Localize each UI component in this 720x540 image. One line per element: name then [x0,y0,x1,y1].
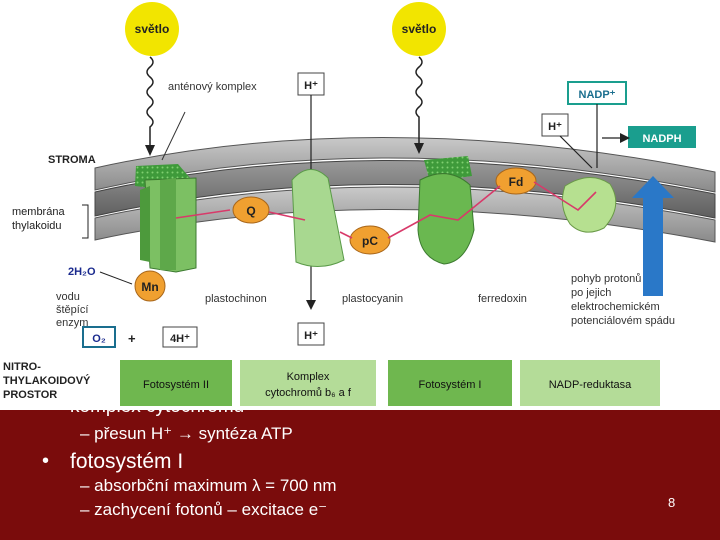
manganese-mn: Mn [134,270,166,302]
partial-heading: komplex cytochromů [70,396,245,417]
proton-flow-label-2: po jejich [571,287,611,299]
plus-sign: + [128,331,136,346]
photosynthesis-diagram: světlo světlo anténový komplex H⁺ NADP⁺ … [3,2,716,406]
light-label-1: světlo [135,22,170,36]
bullet-sub-2: – absorbční maximum λ = 700 nm [80,476,337,495]
membrane-label-2: thylakoidu [12,220,62,232]
svg-text:H⁺: H⁺ [304,80,318,92]
plastocyanin-pc: pC [349,225,391,255]
svg-text:cytochromů b₆ a f: cytochromů b₆ a f [265,387,352,399]
antenna-label-1: anténový komplex [168,81,257,93]
lumen-label-3: PROSTOR [3,389,57,401]
water-splitting-label-1: vodu [56,291,80,303]
legend-cytochrome-complex: Komplex cytochromů b₆ a f [240,360,376,406]
svg-text:Fotosystém I: Fotosystém I [419,379,482,391]
svg-text:H⁺: H⁺ [548,121,562,133]
svg-text:NADP-reduktasa: NADP-reduktasa [549,379,632,391]
water-label: 2H₂O [68,266,96,278]
bullet-heading: fotosystém I [70,450,184,473]
svg-text:Fd: Fd [509,175,524,189]
atp-proton-arrow [632,176,674,296]
h-plus-right: H⁺ [541,113,593,169]
water-splitting-label-3: enzym [56,317,88,329]
lumen-label-1: NITRO- [3,361,41,373]
h-plus-bottom: H⁺ [297,322,325,346]
stroma-label: STROMA [48,154,96,166]
svg-text:NADP⁺: NADP⁺ [579,89,616,101]
svg-text:Mn: Mn [141,280,158,294]
svg-text:Fotosystém II: Fotosystém II [143,379,209,391]
legend-nadp-reductase: NADP-reduktasa [520,360,660,406]
svg-text:O₂: O₂ [92,333,106,345]
svg-text:H⁺: H⁺ [304,330,318,342]
page-number: 8 [668,495,676,510]
slide-bottom-area [0,410,720,540]
proton-flow-label-3: elektrochemickém [571,301,660,313]
nadp-plus: NADP⁺ [567,81,627,168]
proton-flow-label-4: potenciálovém spádu [571,315,675,327]
nadp-reductase-complex [561,177,617,233]
svg-text:pC: pC [362,234,378,248]
light-source-2: světlo [392,2,446,154]
membrane-label-1: membrána [12,206,65,218]
plastoquinone-q: Q [232,196,270,224]
nadph: NADPH [602,126,696,148]
oxygen-output: O₂ [82,326,116,348]
bullet-marker: • [42,450,50,472]
water-splitting-label-2: štěpící [56,304,88,316]
cytochrome-complex [291,169,345,267]
proton-flow-label-1: pohyb protonů [571,273,641,285]
svg-text:Q: Q [246,204,255,218]
photosystem-ii-complex [135,164,197,273]
ferredoxin-label: ferredoxin [478,293,527,305]
legend-photosystem-i: Fotosystém I [388,360,512,406]
lumen-label-2: THYLAKOIDOVÝ [3,374,91,387]
legend-photosystem-ii: Fotosystém II [120,360,232,406]
svg-text:NADPH: NADPH [642,133,681,145]
plastoquinone-label: plastochinon [205,293,267,305]
photosystem-i-complex [417,156,475,265]
electron-flow [175,181,597,239]
antenna-label: anténový komplex [168,81,257,93]
four-h-plus: 4H⁺ [162,326,198,348]
bullet-sub-3: – zachycení fotonů – excitace e⁻ [80,500,328,519]
light-label-2: světlo [402,22,437,36]
svg-text:4H⁺: 4H⁺ [170,333,190,345]
svg-text:Komplex: Komplex [287,371,330,383]
plastocyanin-label: plastocyanin [342,293,403,305]
light-source-1: světlo [125,2,179,156]
ferredoxin-fd: Fd [495,167,537,195]
bullet-sub-1: – přesun H⁺ → syntéza ATP [80,424,293,443]
